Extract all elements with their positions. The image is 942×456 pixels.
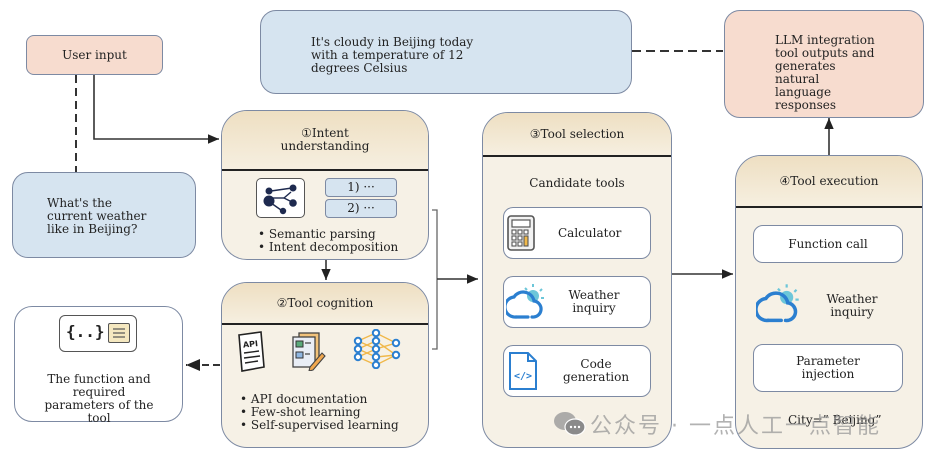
stage-tool-cognition: ②Tool cognition API (221, 282, 429, 448)
stage4-header: ④Tool execution (736, 156, 922, 208)
arrow-input-to-intent (93, 75, 219, 144)
tool-params-box: {..} The function and required parameter… (14, 306, 183, 425)
watermark-text: 公众号 · 一点人工一点智能 (590, 414, 881, 439)
intent-step-2: 2) ··· (325, 199, 397, 218)
bracket (432, 209, 438, 350)
tool-label-code-generation: Code generation (562, 357, 630, 384)
calculator-icon (506, 214, 536, 256)
user-question-box: What's the current weather like in Beiji… (12, 172, 196, 258)
function-call-box: Function call (753, 225, 903, 263)
graph-network-icon (256, 178, 305, 218)
stage4-title: ④Tool execution (779, 173, 879, 188)
bullet-semantic-parsing: Semantic parsing (258, 228, 398, 241)
bullet-intent-decomposition: Intent decomposition (258, 241, 398, 254)
weather-cloud-icon (503, 281, 546, 327)
tool-params-text: The function and required parameters of … (44, 372, 154, 425)
tool-label-calculator: Calculator (558, 226, 622, 240)
bullet-api-documentation: API documentation (240, 393, 399, 406)
tool-params-icons: {..} (59, 315, 137, 352)
tool-card-weather[interactable]: Weather inquiry (503, 276, 651, 328)
final-answer-text: It's cloudy in Beijing today with a temp… (311, 35, 474, 75)
api-document-icon: API (234, 331, 268, 377)
stage-intent-understanding: ①Intent understanding 1) ··· 2) ··· Sema… (221, 110, 429, 260)
tool-label-weather: Weather inquiry (568, 288, 620, 315)
stage-tool-execution: ④Tool execution Function call Weather in… (735, 155, 923, 449)
neural-network-icon (352, 328, 402, 373)
document-lines-icon (108, 323, 130, 343)
intent-step-1: 1) ··· (325, 178, 397, 197)
bullet-self-supervised-learning: Self-supervised learning (240, 419, 399, 432)
stage2-header: ②Tool cognition (222, 283, 428, 325)
user-question-text: What's the current weather like in Beiji… (47, 196, 147, 236)
final-answer-box: It's cloudy in Beijing today with a temp… (260, 10, 632, 94)
svg-text:</>: </> (514, 371, 532, 382)
tool-card-code-generation[interactable]: </> Code generation (503, 345, 651, 397)
stage2-title: ②Tool cognition (276, 295, 374, 310)
svg-text:API: API (243, 339, 259, 350)
tool-card-calculator[interactable]: Calculator (503, 207, 651, 259)
stage1-bullets: Semantic parsing Intent decomposition (258, 228, 398, 254)
stage1-header: ①Intent understanding (222, 111, 428, 171)
weather-inquiry-label: Weather inquiry (826, 292, 878, 319)
wechat-icon (553, 410, 587, 442)
stage3-title: ③Tool selection (529, 126, 625, 141)
stage1-title-line2: understanding (280, 139, 370, 153)
stage3-header: ③Tool selection (483, 113, 671, 157)
stage2-bullets: API documentation Few-shot learning Self… (240, 393, 399, 432)
user-input-box: User input (26, 35, 163, 75)
json-braces-icon: {..} (66, 322, 105, 341)
function-call-label: Function call (788, 236, 868, 251)
candidate-tools-label: Candidate tools (529, 176, 625, 190)
parameter-injection-label: Parameter injection (796, 354, 860, 381)
weather-cloud-icon (754, 281, 802, 331)
code-file-icon: </> (507, 351, 539, 395)
llm-output-box: LLM integration tool outputs and generat… (724, 10, 924, 118)
parameter-injection-box: Parameter injection (753, 344, 903, 392)
llm-output-text: LLM integration tool outputs and generat… (775, 33, 875, 112)
bullet-few-shot-learning: Few-shot learning (240, 406, 399, 419)
stage-tool-selection: ③Tool selection Candidate tools Calculat… (482, 112, 672, 448)
user-input-label: User input (62, 47, 127, 62)
checklist-edit-icon (290, 331, 326, 375)
param-value: City=” Beijing” (788, 413, 882, 427)
stage1-title-line1: ①Intent (301, 126, 349, 140)
